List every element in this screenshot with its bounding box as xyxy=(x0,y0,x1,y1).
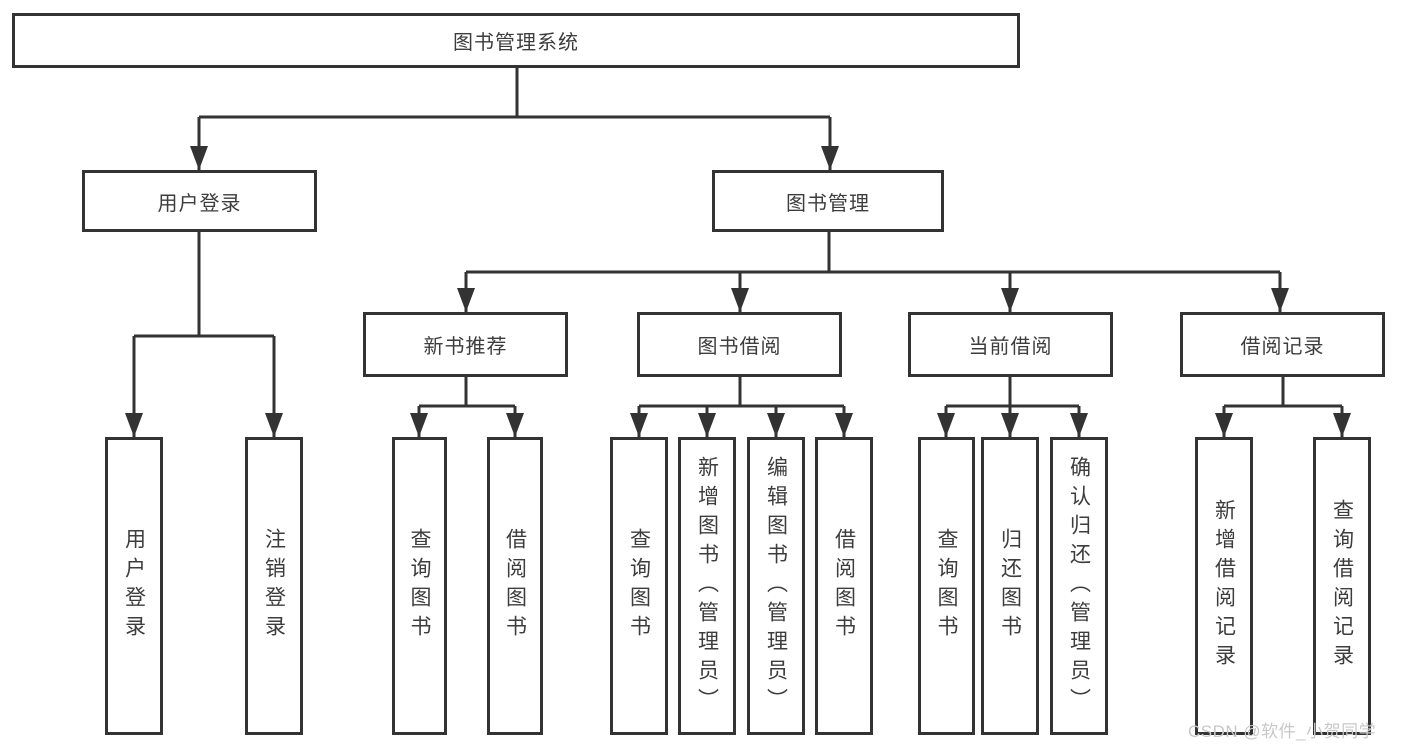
node-book-management-label: 图书管理 xyxy=(786,192,870,215)
leaf-cb-query-books-label: 查询图书 xyxy=(935,528,958,644)
leaf-logout: 注销登录 xyxy=(245,437,303,735)
node-user-login-label: 用户登录 xyxy=(157,192,242,215)
leaf-nb-borrow-books: 借阅图书 xyxy=(487,437,543,735)
leaf-br-query-record-label: 查询借阅记录 xyxy=(1330,499,1354,673)
leaf-bb-edit-books-admin-label: 编辑图书（管理员） xyxy=(764,455,788,717)
csdn-watermark: CSDN @软件_小贺同学 xyxy=(1188,722,1377,741)
leaf-nb-query-books: 查询图书 xyxy=(392,437,447,735)
leaf-cb-return-books: 归还图书 xyxy=(981,437,1039,735)
leaf-bb-add-books-admin-label: 新增图书（管理员） xyxy=(695,455,719,717)
leaf-bb-add-books-admin: 新增图书（管理员） xyxy=(678,437,736,735)
leaf-bb-edit-books-admin: 编辑图书（管理员） xyxy=(747,437,805,735)
node-root-label: 图书管理系统 xyxy=(453,32,579,54)
leaf-cb-confirm-return-admin: 确认归还（管理员） xyxy=(1050,437,1108,735)
leaf-nb-borrow-books-label: 借阅图书 xyxy=(503,528,527,644)
node-book-management: 图书管理 xyxy=(712,170,944,232)
node-new-book-recommend-label: 新书推荐 xyxy=(423,336,508,358)
node-current-borrow-label: 当前借阅 xyxy=(968,336,1053,358)
leaf-user-login: 用户登录 xyxy=(105,437,163,735)
leaf-logout-label: 注销登录 xyxy=(262,528,286,644)
node-book-borrow-label: 图书借阅 xyxy=(697,336,782,358)
node-new-book-recommend: 新书推荐 xyxy=(363,312,568,377)
leaf-br-add-record: 新增借阅记录 xyxy=(1195,437,1253,735)
node-borrow-records-label: 借阅记录 xyxy=(1240,336,1325,358)
leaf-bb-borrow-books-label: 借阅图书 xyxy=(832,528,856,644)
leaf-cb-return-books-label: 归还图书 xyxy=(998,528,1022,644)
leaf-cb-confirm-return-admin-label: 确认归还（管理员） xyxy=(1067,455,1091,717)
leaf-bb-query-books: 查询图书 xyxy=(610,437,668,735)
leaf-user-login-label: 用户登录 xyxy=(122,528,146,644)
node-current-borrow: 当前借阅 xyxy=(908,312,1113,377)
leaf-cb-query-books: 查询图书 xyxy=(918,437,975,735)
leaf-br-add-record-label: 新增借阅记录 xyxy=(1212,499,1236,673)
leaf-br-query-record: 查询借阅记录 xyxy=(1313,437,1371,735)
leaf-bb-query-books-label: 查询图书 xyxy=(627,528,651,644)
node-user-login: 用户登录 xyxy=(82,170,317,232)
leaf-bb-borrow-books: 借阅图书 xyxy=(815,437,873,735)
node-borrow-records: 借阅记录 xyxy=(1180,312,1385,377)
node-root: 图书管理系统 xyxy=(12,13,1020,68)
leaf-nb-query-books-label: 查询图书 xyxy=(408,528,431,644)
node-book-borrow: 图书借阅 xyxy=(637,312,842,377)
